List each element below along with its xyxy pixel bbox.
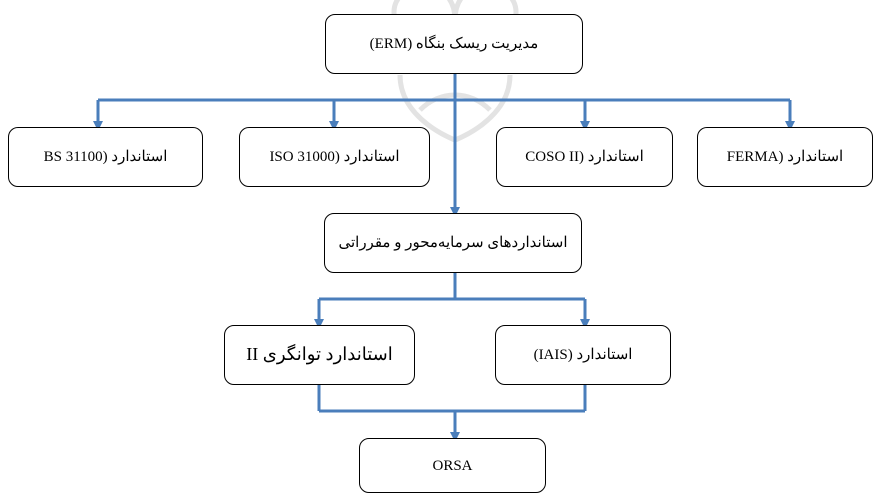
- iais-box: استاندارد (IAIS): [495, 325, 671, 385]
- iso-box: استاندارد (ISO 31000: [239, 127, 430, 187]
- bs-box: استاندارد (BS 31100: [8, 127, 203, 187]
- solvency-label: استاندارد توانگری II: [246, 344, 393, 365]
- orsa-box: ORSA: [359, 438, 546, 493]
- coso-box: استاندارد (COSO II: [496, 127, 673, 187]
- capital-standards-label: استانداردهای سرمایه‌محور و مقرراتی: [338, 235, 568, 251]
- ferma-box: استاندارد (FERMA: [697, 127, 873, 187]
- solvency-box: استاندارد توانگری II: [224, 325, 415, 385]
- bs-label: استاندارد (BS 31100: [43, 149, 168, 165]
- iso-label: استاندارد (ISO 31000: [269, 149, 400, 165]
- erm-label: مدیریت ریسک بنگاه (ERM): [369, 36, 539, 52]
- orsa-label: ORSA: [432, 457, 473, 474]
- erm-box: مدیریت ریسک بنگاه (ERM): [325, 14, 583, 74]
- ferma-label: استاندارد (FERMA: [726, 149, 844, 165]
- capital-standards-box: استانداردهای سرمایه‌محور و مقرراتی: [324, 213, 582, 273]
- coso-label: استاندارد (COSO II: [525, 149, 644, 165]
- iais-label: استاندارد (IAIS): [533, 347, 633, 363]
